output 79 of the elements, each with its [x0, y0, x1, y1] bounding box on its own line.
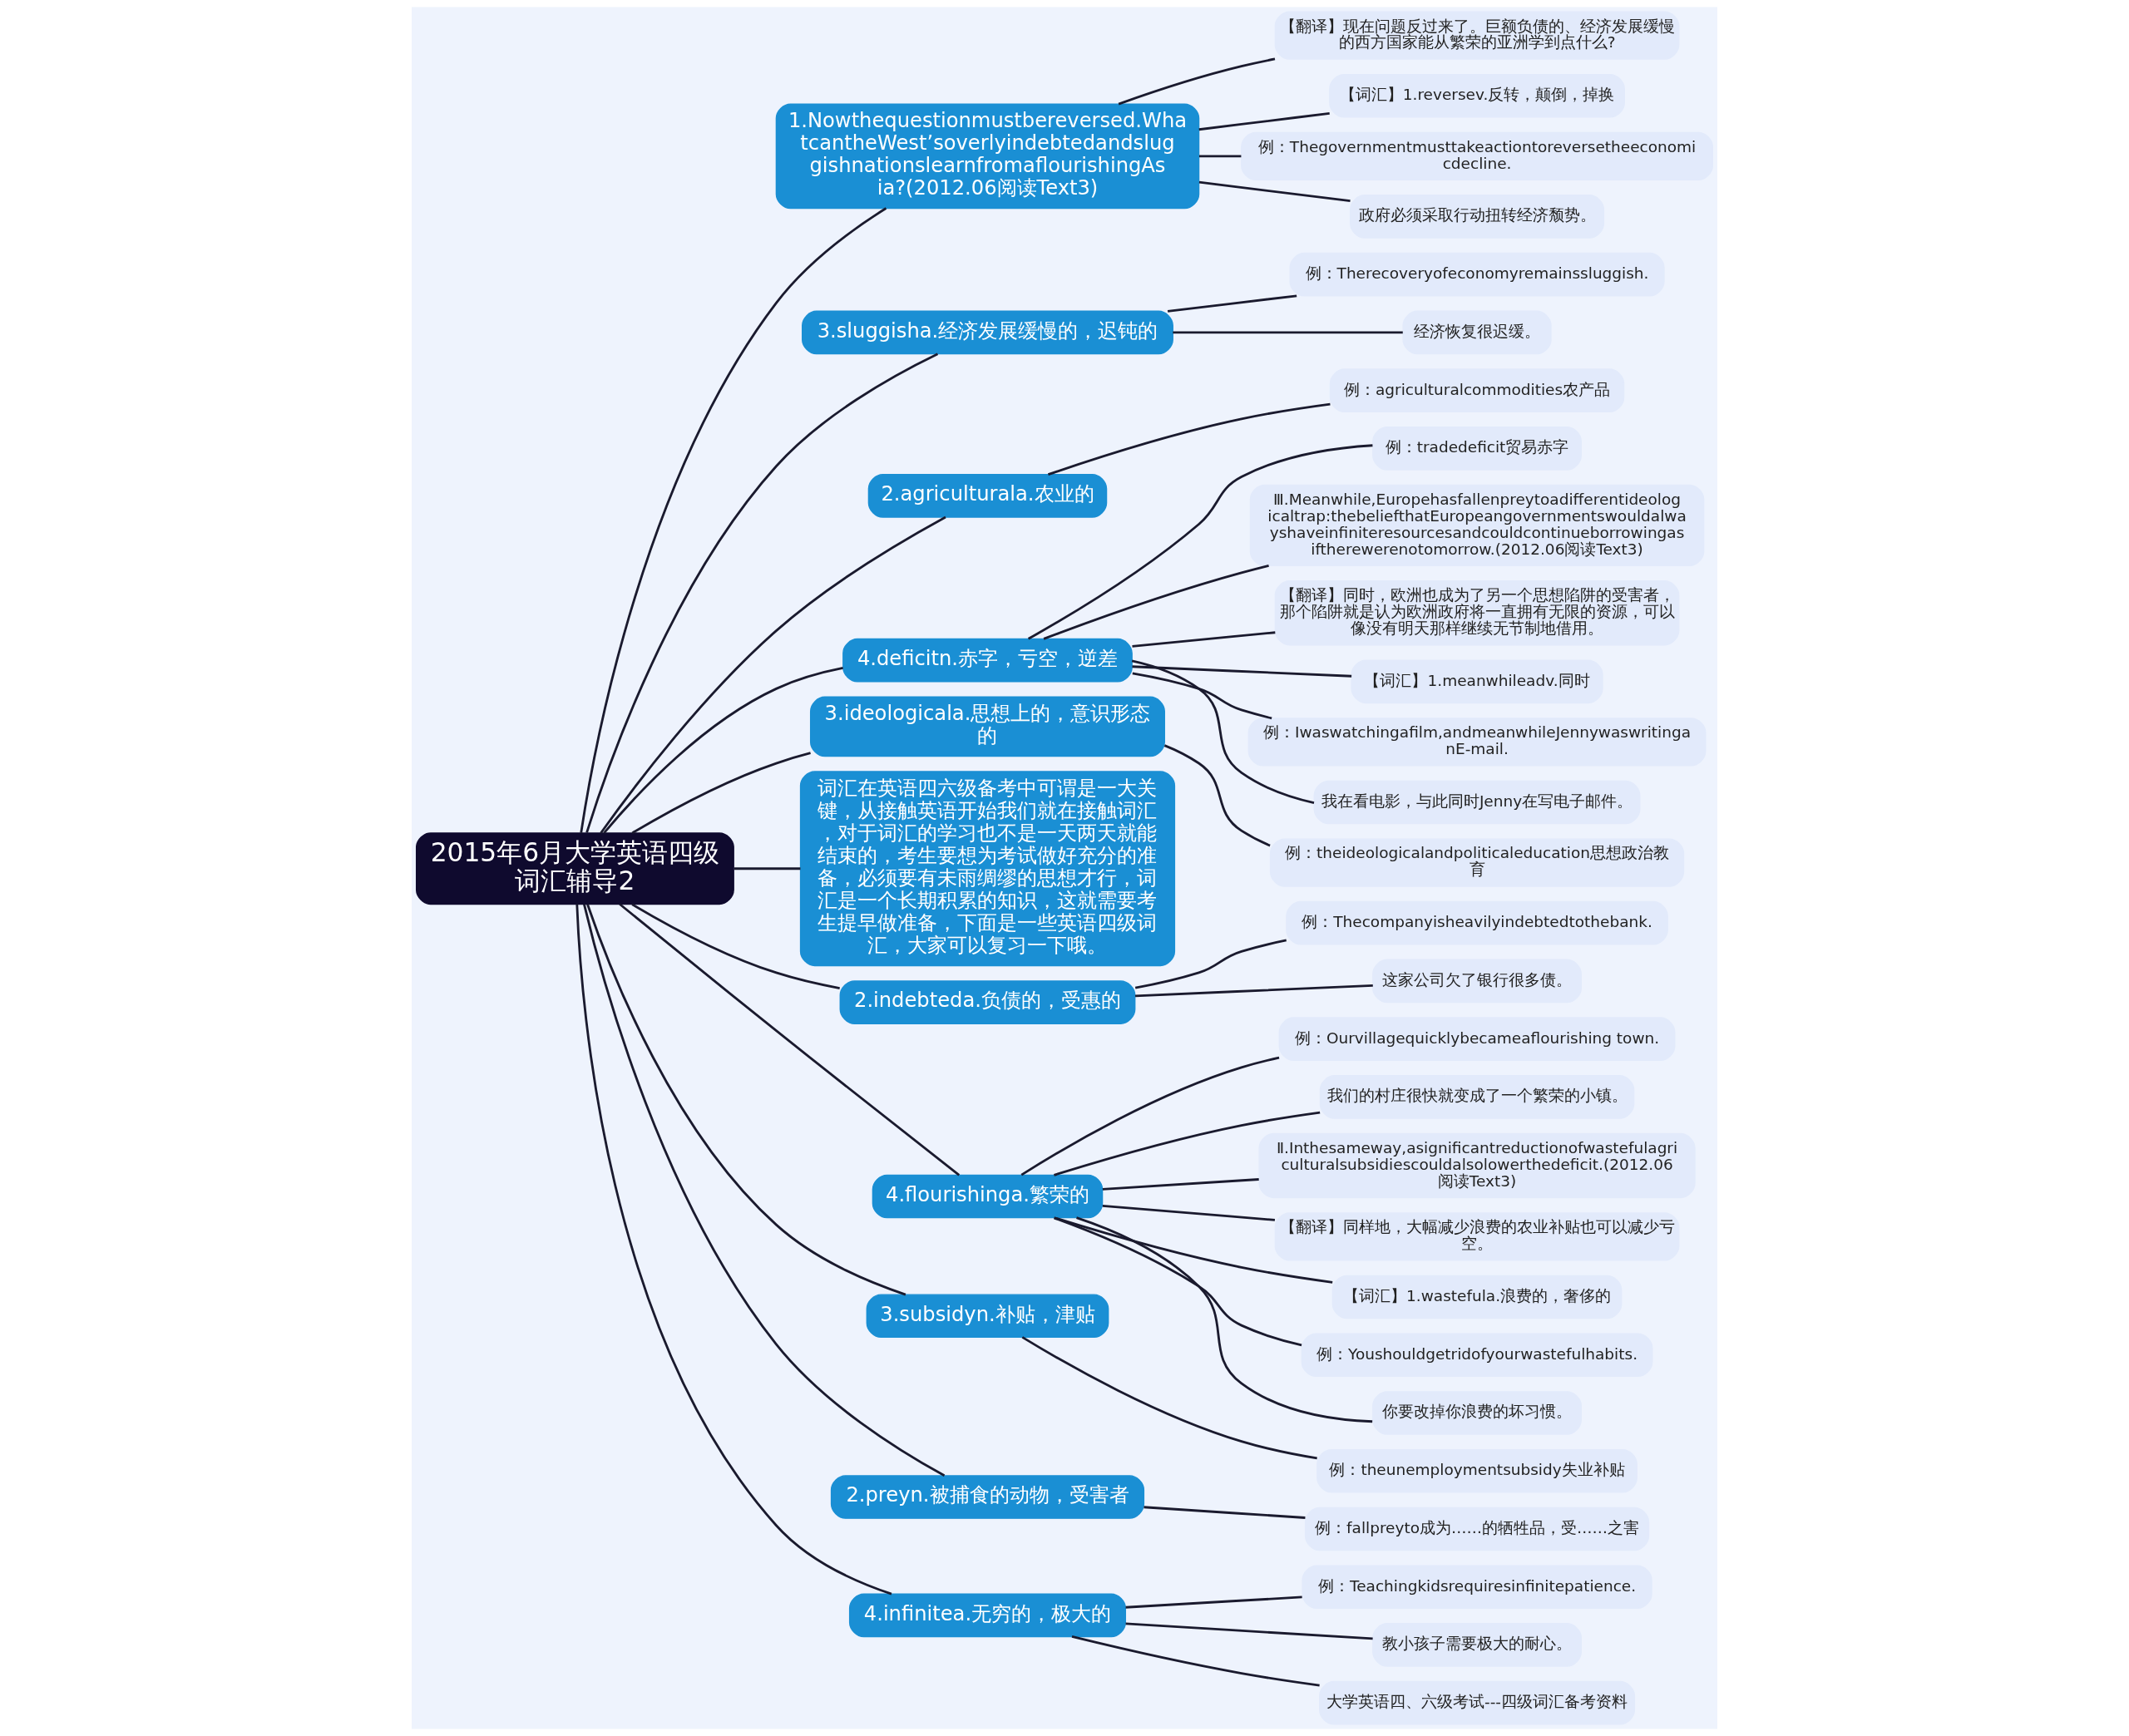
connector	[1198, 180, 1351, 203]
connector	[631, 752, 811, 835]
connector	[734, 867, 801, 870]
connector	[1102, 1178, 1259, 1191]
connector	[1020, 1056, 1280, 1176]
connector	[1021, 1336, 1317, 1460]
node-box: 例：theunemploymentsubsidy失业补贴	[1316, 1448, 1638, 1493]
node-box: Ⅱ.Inthesameway,asignificantreductionofwastefulagriculturalsubsidiescouldalsolowerthedeficit.(2012.06阅读Text3)	[1258, 1132, 1696, 1199]
connector	[1173, 331, 1403, 334]
node-box: 3.subsidyn.补贴，津贴	[866, 1294, 1109, 1339]
node-box: 例：tradedeficit贸易赤字	[1372, 427, 1582, 471]
connector	[1132, 665, 1352, 678]
node-box: 例：Youshouldgetridofyourwastefulhabits.	[1301, 1333, 1653, 1378]
node-box: 例：Thegovernmentmusttakeactiontoreversetheeconomicdecline.	[1241, 131, 1713, 180]
node-box: 【翻译】现在问题反过来了。巨额负债的、经济发展缓慢的西方国家能从繁荣的亚洲学到点什么?	[1274, 11, 1680, 60]
connector	[1132, 631, 1276, 648]
connector	[1125, 1595, 1302, 1609]
node-box: 2.indebteda.负债的，受惠的	[839, 980, 1136, 1024]
node-box: 【翻译】同时，欧洲也成为了另一个思想陷阱的受害者，那个陷阱就是认为欧洲政府将一直拥有无限的资源，可以像没有明天那样继续无节制地借用。	[1274, 580, 1680, 646]
connector	[585, 353, 939, 833]
connector	[1071, 1635, 1320, 1687]
node-box: 例：Thecompanyisheavilyindebtedtothebank.	[1286, 900, 1668, 945]
connector	[1144, 1506, 1306, 1519]
connector	[603, 667, 843, 834]
connector	[1134, 939, 1287, 989]
connector	[1134, 984, 1373, 998]
node-box: 我在看电影，与此同时Jenny在写电子邮件。	[1313, 780, 1641, 825]
node-box: 例：Therecoveryofeconomyremainssluggish.	[1289, 252, 1665, 297]
connector	[586, 904, 906, 1296]
connector	[1125, 1622, 1373, 1640]
node-box: 例：Iwaswatchingafilm,andmeanwhileJennywaswritinganE-mail.	[1247, 718, 1707, 767]
node-box: 我们的村庄很快就变成了一个繁荣的小镇。	[1319, 1075, 1635, 1119]
node-box: Ⅲ.Meanwhile,Europehasfallenpreytoadifferentideologicaltrap:thebeliefthatEuropeangovernmentswouldalwayshaveinfiniteresourcesandcouldcontinueborrowingasiftherewerenotomorrow.(2012.06阅读Text3)	[1249, 484, 1705, 567]
node-box: 4.infinitea.无穷的，极大的	[848, 1593, 1126, 1638]
node-box: 例：fallpreyto成为……的牺牲品，受……之害	[1304, 1507, 1650, 1551]
node-box: 经济恢复很迟缓。	[1402, 310, 1552, 355]
node-box: 4.flourishinga.繁荣的	[872, 1174, 1104, 1219]
connector	[1054, 1111, 1321, 1176]
connector	[1167, 294, 1297, 313]
node-box: 你要改掉你浪费的坏习惯。	[1372, 1391, 1582, 1435]
connector	[1043, 564, 1269, 640]
node-box: 政府必须采取行动扭转经济颓势。	[1350, 195, 1605, 239]
node-box: 例：theideologicalandpoliticaleducation思想政治教育	[1269, 838, 1685, 887]
connector	[583, 904, 946, 1477]
node-box: 例：agriculturalcommodities农产品	[1329, 368, 1625, 412]
node-box: 词汇在英语四六级备考中可谓是一大关键，从接触英语开始我们就在接触词汇，对于词汇的学习也不是一天两天就能结束的，考生要想为考试做好充分的准备，必须要有未雨绸缪的思想才行，词汇是一个长期积累的知识，这就需要考生提早做准备，下面是一些英语四级词汇，大家可以复习一下哦。	[799, 771, 1176, 967]
node-box: 【词汇】1.meanwhileadv.同时	[1351, 659, 1603, 704]
node-box: 【词汇】1.reversev.反转，颠倒，掉换	[1329, 73, 1625, 118]
node-box: 例：Ourvillagequicklybecameaflourishing town.	[1278, 1017, 1676, 1061]
node-box: 例：Teachingkidsrequiresinfinitepatience.	[1302, 1565, 1652, 1610]
node-box: 3.sluggisha.经济发展缓慢的，迟钝的	[802, 310, 1173, 355]
connector	[580, 207, 887, 833]
connector	[1199, 155, 1242, 158]
node-box: 2.agriculturala.农业的	[867, 474, 1108, 518]
node-box: 2015年6月大学英语四级词汇辅导2	[416, 832, 734, 905]
connector	[1053, 1216, 1302, 1347]
node-box: 【翻译】同样地，大幅减少浪费的农业补贴也可以减少亏空。	[1274, 1212, 1680, 1261]
connector	[1132, 672, 1272, 720]
connector	[1118, 57, 1276, 106]
node-box: 这家公司欠了银行很多债。	[1372, 959, 1582, 1004]
connector	[575, 904, 892, 1595]
connector	[1054, 1216, 1333, 1284]
connector	[1163, 744, 1271, 847]
connector	[1131, 659, 1315, 804]
connector	[1027, 444, 1373, 640]
connector	[1047, 402, 1331, 476]
node-box: 3.ideologicala.思想上的，意识形态的	[809, 696, 1165, 757]
connector	[600, 515, 946, 834]
node-box: 【词汇】1.wastefula.浪费的，奢侈的	[1331, 1275, 1623, 1319]
node-box: 4.deficitn.赤字，亏空，逆差	[842, 638, 1133, 683]
node-box: 大学英语四、六级考试---四级词汇备考资料	[1319, 1680, 1636, 1725]
connector	[619, 903, 961, 1176]
connector	[1076, 1216, 1373, 1423]
node-box: 教小孩子需要极大的耐心。	[1372, 1623, 1582, 1667]
connector	[631, 903, 840, 989]
connector	[1102, 1204, 1276, 1221]
node-box: 1.Nowthequestionmustbereversed.WhatcantheWest’soverlyindebtedandsluggishnationslearnfromaflourishingAsia?(2012.06阅读Text3)	[775, 103, 1200, 210]
connector	[1198, 112, 1330, 131]
node-box: 2.preyn.被捕食的动物，受害者	[830, 1475, 1145, 1519]
